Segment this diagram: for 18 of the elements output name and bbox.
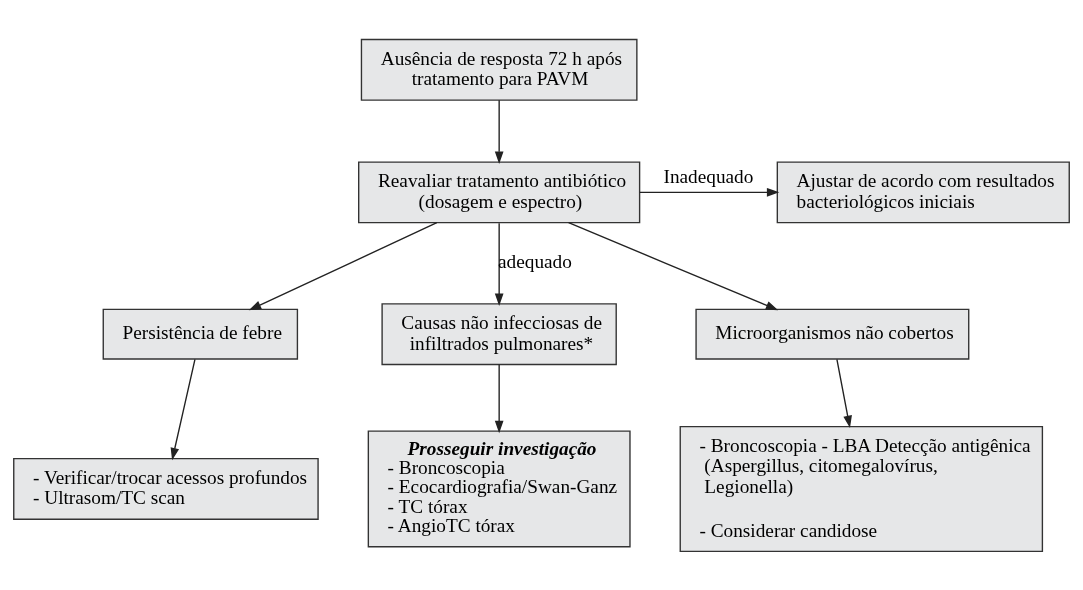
edge-label: Inadequado <box>663 165 754 187</box>
arrow <box>494 99 504 164</box>
arrow <box>836 358 852 428</box>
arrow <box>639 187 780 197</box>
arrow <box>567 221 779 310</box>
arrow <box>494 363 504 433</box>
node-box: Ausência de resposta 72 h após tratamento para PAVM <box>360 38 638 101</box>
node-box: Ajustar de acordo com resultados bacteriológicos iniciais <box>776 160 1070 223</box>
node-box: Causas não infecciosas de infiltrados pulmonares* <box>381 302 617 365</box>
node-box: - Broncoscopia - LBA Detecção antigênica (Aspergillus, citomegalovírus, Legionella) - Considerar candidose <box>679 425 1044 552</box>
arrow <box>248 221 438 310</box>
node-box: Microorganismos não cobertos <box>695 308 970 360</box>
node-box: - Verificar/trocar acessos profundos - Ultrasom/TC scan <box>13 457 319 520</box>
arrow <box>494 222 504 306</box>
node-box: Reavaliar tratamento antibiótico (dosagem e espectro) <box>358 160 641 223</box>
node-box: Persistência de febre <box>102 308 299 360</box>
node-box: Prosseguir investigação - Broncoscopia - Ecocardiografia/Swan-Ganz - TC tórax - AngioTC tórax <box>367 429 631 547</box>
arrow <box>170 358 196 460</box>
